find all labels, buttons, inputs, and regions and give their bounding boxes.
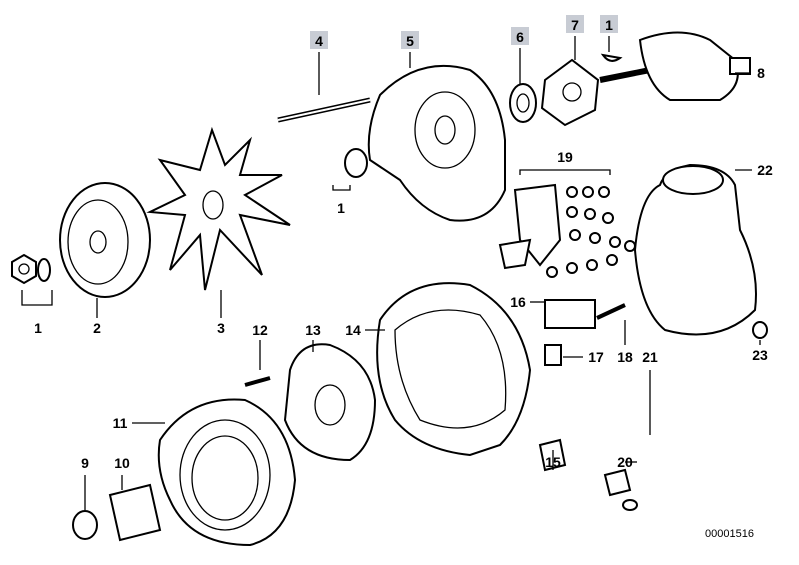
callout-8[interactable]: 8	[757, 65, 765, 81]
callout-3[interactable]: 3	[217, 320, 225, 336]
callout-23[interactable]: 23	[752, 347, 768, 363]
callout-22[interactable]: 22	[757, 162, 773, 178]
bearing-plate	[540, 58, 600, 127]
callout-5[interactable]: 5	[406, 33, 414, 49]
fan	[146, 126, 291, 291]
callout-19[interactable]: 19	[557, 149, 573, 165]
highlight-4	[310, 31, 328, 49]
reference-number: 00001516	[705, 528, 754, 540]
callout-1-left[interactable]: 1	[34, 320, 42, 336]
stator-housing	[376, 282, 532, 457]
callout-13[interactable]: 13	[305, 322, 321, 338]
pulley	[59, 182, 151, 298]
callout-10[interactable]: 10	[114, 455, 130, 471]
bolt-long	[277, 97, 371, 123]
callout-16[interactable]: 16	[510, 294, 526, 310]
callout-1-mid[interactable]: 1	[337, 200, 345, 216]
callout-15[interactable]: 15	[545, 454, 561, 470]
callout-11[interactable]: 11	[113, 415, 128, 431]
callout-6[interactable]: 6	[516, 29, 524, 45]
callout-14[interactable]: 14	[345, 322, 361, 338]
callout-12[interactable]: 12	[252, 322, 268, 338]
end-housing	[344, 64, 506, 222]
nut-washer	[11, 253, 51, 285]
callout-1-top[interactable]: 1	[605, 17, 613, 33]
highlight-6	[511, 27, 529, 45]
cover-duct	[633, 163, 757, 336]
callout-7[interactable]: 7	[571, 17, 579, 33]
stator	[157, 398, 297, 547]
callout-4[interactable]: 4	[315, 33, 323, 49]
callout-18[interactable]: 18	[617, 349, 633, 365]
highlight-7	[566, 15, 584, 33]
highlight-5	[401, 31, 419, 49]
bearing	[509, 83, 537, 123]
leader-lines	[21, 36, 761, 510]
callout-20[interactable]: 20	[617, 454, 633, 470]
callout-9[interactable]: 9	[81, 455, 89, 471]
rectifier	[244, 343, 377, 462]
rotor	[599, 31, 751, 101]
callout-21[interactable]: 21	[642, 349, 658, 365]
regulator	[544, 299, 768, 366]
callout-2[interactable]: 2	[93, 320, 101, 336]
highlight-1-top	[600, 15, 618, 33]
brush-holder-parts	[498, 183, 636, 278]
callout-17[interactable]: 17	[588, 349, 604, 365]
